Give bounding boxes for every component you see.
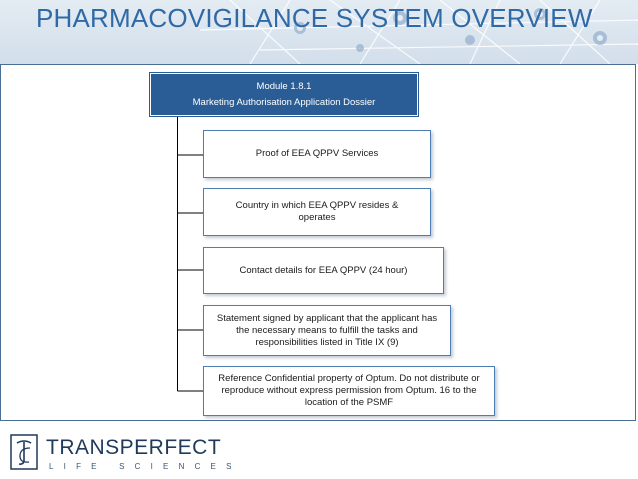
child-node-1: Proof of EEA QPPV Services bbox=[203, 130, 431, 178]
root-node: Module 1.8.1 Marketing Authorisation App… bbox=[150, 73, 418, 116]
child-node-3: Contact details for EEA QPPV (24 hour) bbox=[203, 247, 444, 294]
logo-subtitle: LIFE SCIENCES bbox=[49, 462, 242, 471]
child-node-label: Proof of EEA QPPV Services bbox=[255, 148, 379, 159]
header-network-pattern bbox=[199, 0, 638, 64]
slide-title: PHARMACOVIGILANCE SYSTEM OVERVIEW bbox=[36, 3, 593, 33]
child-node-2: Country in which EEA QPPV resides & oper… bbox=[203, 188, 431, 236]
child-node-label: Reference Confidential property of Optum… bbox=[218, 373, 480, 408]
child-node-label: Contact details for EEA QPPV (24 hour) bbox=[239, 264, 408, 276]
content-frame bbox=[0, 64, 636, 421]
child-node-4: Statement signed by applicant that the a… bbox=[203, 305, 451, 356]
logo-wordmark: TRANSPERFECT bbox=[46, 436, 222, 459]
slide-header: PHARMACOVIGILANCE SYSTEM OVERVIEW bbox=[0, 0, 638, 64]
root-node-line1: Module 1.8.1 bbox=[256, 80, 312, 92]
root-node-line2: Marketing Authorisation Application Doss… bbox=[192, 96, 376, 108]
child-node-label: Statement signed by applicant that the a… bbox=[216, 312, 438, 348]
transperfect-monogram-icon bbox=[10, 434, 38, 470]
transperfect-logo: TRANSPERFECT LIFE SCIENCES bbox=[10, 434, 231, 474]
child-node-5: Reference Confidential property of Optum… bbox=[203, 366, 495, 416]
child-node-label: Country in which EEA QPPV resides & oper… bbox=[235, 200, 399, 223]
slide-footer bbox=[0, 421, 638, 479]
